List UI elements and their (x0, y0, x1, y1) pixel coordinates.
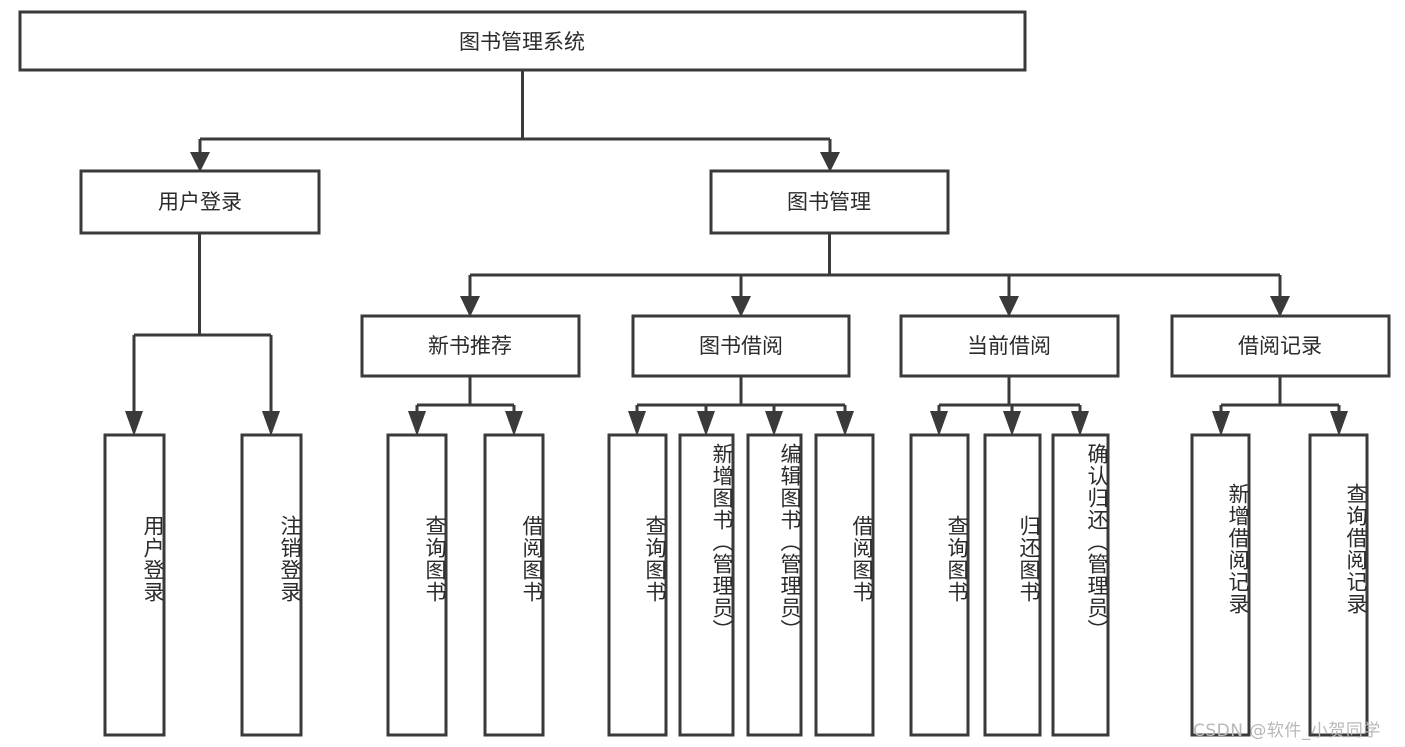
leaf-box-add-book-admin[interactable] (678, 433, 735, 737)
node-book-management[interactable]: 图书管理 (709, 169, 950, 235)
leaf-box-query-book-recommend[interactable] (386, 433, 448, 737)
leaf-box-return-book[interactable] (983, 433, 1042, 737)
leaf-box-logout[interactable] (240, 433, 303, 737)
arrow-head-userlogin-to-leaf1 (125, 411, 143, 436)
arrow-head-records-to-leaf2 (1330, 411, 1348, 436)
connector-group-records-to-leaves (1212, 376, 1348, 436)
arrow-head-borrow-to-leaf1 (628, 411, 646, 436)
node-new-book-recommend-box[interactable] (360, 314, 581, 378)
leaf-box-user-login[interactable] (103, 433, 166, 737)
leaf-box-borrow-book[interactable] (814, 433, 875, 737)
connector-group-borrow-to-leaves (628, 376, 854, 436)
connector-group-root-to-level2 (190, 70, 840, 172)
arrow-head-borrow-to-leaf3 (765, 411, 783, 436)
arrow-head-borrow-to-leaf2 (697, 411, 715, 436)
leaf-box-query-book-borrow[interactable] (607, 433, 668, 737)
node-root-label: 图书管理系统 (459, 30, 585, 54)
node-borrow-records-label: 借阅记录 (1238, 334, 1322, 358)
node-borrow-records[interactable]: 借阅记录 (1170, 314, 1391, 378)
arrow-head-newbook-to-leaf1 (408, 411, 426, 436)
node-root[interactable]: 图书管理系统 (18, 10, 1027, 72)
connector-group-userlogin-to-leaves (125, 233, 280, 436)
node-current-borrow[interactable]: 当前借阅 (899, 314, 1120, 378)
connector-group-current-to-leaves (930, 376, 1089, 436)
arrow-head-bookmgmt-to-records (1270, 296, 1290, 317)
connector-group-newbook-to-leaves (408, 376, 523, 436)
node-new-book-recommend[interactable]: 新书推荐 (360, 314, 581, 378)
node-book-management-label: 图书管理 (787, 190, 871, 214)
node-root-box[interactable] (18, 10, 1027, 72)
watermark-text: CSDN @软件_小贺同学 (1193, 721, 1381, 741)
arrow-head-root-to-book-mgmt (820, 152, 840, 172)
leaf-box-add-borrow-record[interactable] (1190, 433, 1251, 737)
arrow-head-bookmgmt-to-current (999, 296, 1019, 317)
leaf-box-borrow-book-recommend[interactable] (483, 433, 545, 737)
node-book-management-box[interactable] (709, 169, 950, 235)
arrow-head-current-to-leaf3 (1071, 411, 1089, 436)
node-book-borrow-label: 图书借阅 (699, 334, 783, 358)
arrow-head-borrow-to-leaf4 (836, 411, 854, 436)
leaf-box-edit-book-admin[interactable] (746, 433, 803, 737)
connector-group-bookmgmt-to-level3 (460, 233, 1290, 317)
arrow-head-root-to-user-login (190, 152, 210, 172)
leaf-box-confirm-return-admin[interactable] (1051, 433, 1110, 737)
arrow-head-newbook-to-leaf2 (505, 411, 523, 436)
arrow-head-current-to-leaf2 (1003, 411, 1021, 436)
node-new-book-recommend-label: 新书推荐 (428, 334, 512, 358)
node-book-borrow-box[interactable] (631, 314, 851, 378)
leaf-box-query-book-current[interactable] (909, 433, 970, 737)
node-user-login[interactable]: 用户登录 (79, 169, 321, 235)
node-user-login-label: 用户登录 (158, 190, 242, 214)
leaf-box-query-borrow-record[interactable] (1308, 433, 1369, 737)
node-user-login-box[interactable] (79, 169, 321, 235)
arrow-head-bookmgmt-to-borrow (731, 296, 751, 317)
arrow-head-current-to-leaf1 (930, 411, 948, 436)
arrow-head-records-to-leaf1 (1212, 411, 1230, 436)
arrow-head-userlogin-to-leaf2 (262, 411, 280, 436)
node-current-borrow-label: 当前借阅 (967, 334, 1051, 358)
node-borrow-records-box[interactable] (1170, 314, 1391, 378)
node-book-borrow[interactable]: 图书借阅 (631, 314, 851, 378)
arrow-head-bookmgmt-to-newbook (460, 296, 480, 317)
node-current-borrow-box[interactable] (899, 314, 1120, 378)
